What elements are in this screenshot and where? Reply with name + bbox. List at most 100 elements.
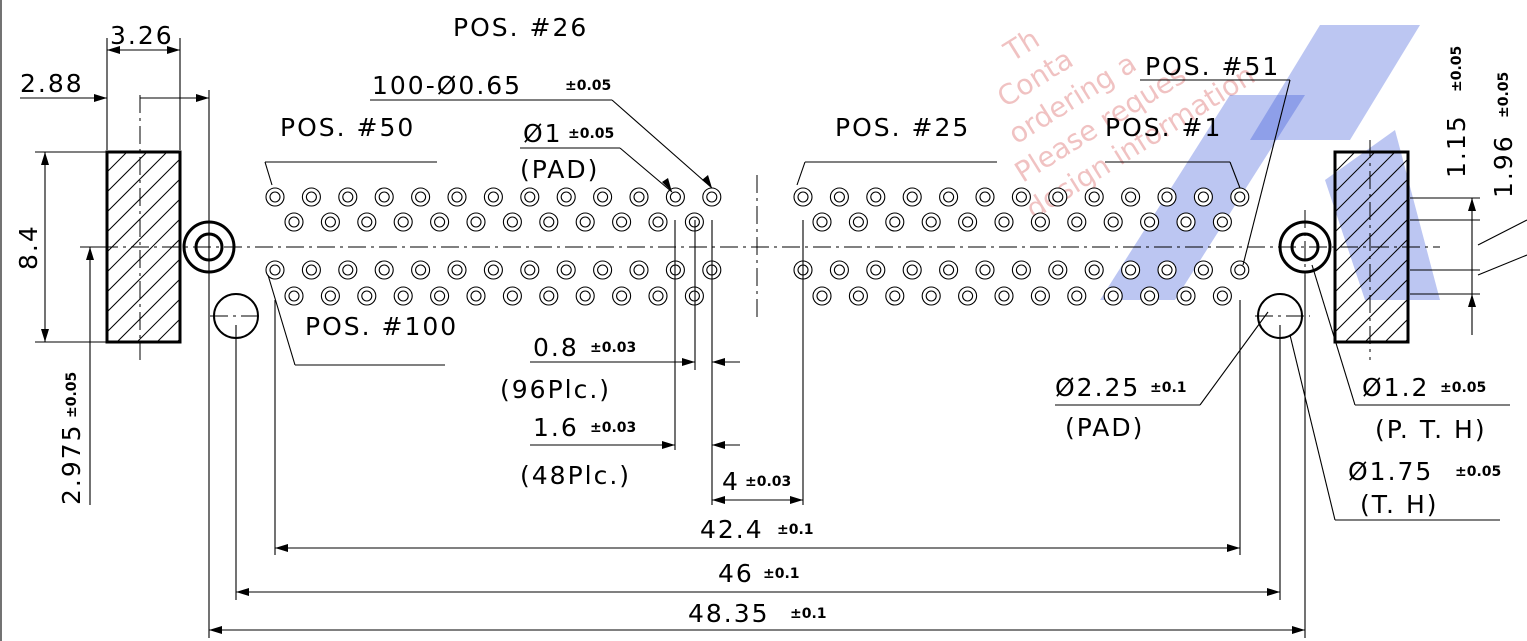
pin-pad bbox=[793, 187, 813, 207]
label-dim-46: 46 bbox=[718, 559, 754, 588]
label-pitch-16-tol: ±0.03 bbox=[590, 420, 636, 436]
pin-pad bbox=[284, 286, 304, 306]
pin-pad bbox=[812, 286, 832, 306]
pin-pad bbox=[1011, 187, 1031, 207]
label-dim-196: 1.96 bbox=[1489, 134, 1518, 198]
pin-pad bbox=[411, 260, 431, 280]
pin-pad bbox=[1048, 260, 1068, 280]
label-dim-84: 8.4 bbox=[14, 224, 43, 270]
pin-pad bbox=[612, 286, 632, 306]
label-th-dia: Ø1.75 bbox=[1348, 457, 1433, 486]
pin-pad bbox=[1030, 212, 1050, 232]
pin-pad bbox=[1230, 260, 1250, 280]
pin-pad bbox=[575, 212, 595, 232]
label-dim-424: 42.4 bbox=[700, 515, 764, 544]
pin-pad bbox=[902, 187, 922, 207]
dimension-lines bbox=[20, 38, 1527, 638]
pin-pad bbox=[520, 260, 540, 280]
pin-pad bbox=[921, 286, 941, 306]
pin-pad bbox=[848, 212, 868, 232]
label-th-tol: ±0.05 bbox=[1455, 464, 1501, 480]
pin-pad bbox=[958, 212, 978, 232]
pin-pad bbox=[885, 286, 905, 306]
pin-pad bbox=[374, 187, 394, 207]
annotations: POS. #26 POS. #50 POS. #25 POS. #51 POS.… bbox=[14, 13, 1518, 628]
pin-pad bbox=[301, 260, 321, 280]
label-gap-4: 4 bbox=[722, 467, 740, 496]
pin-pad bbox=[357, 212, 377, 232]
label-dim-2975: 2.975 bbox=[57, 423, 86, 505]
left-hatched-block bbox=[105, 150, 182, 344]
pin-pad bbox=[994, 212, 1014, 232]
label-pos100: POS. #100 bbox=[305, 312, 458, 341]
pin-pad bbox=[284, 212, 304, 232]
pin-pad bbox=[466, 286, 486, 306]
pin-pad bbox=[593, 260, 613, 280]
pin-pad bbox=[812, 212, 832, 232]
label-pth-tol: ±0.05 bbox=[1440, 380, 1486, 396]
label-dim-4835-tol: ±0.1 bbox=[790, 606, 827, 622]
pin-pad bbox=[829, 260, 849, 280]
pin-pad bbox=[502, 286, 522, 306]
label-dim-196-tol: ±0.05 bbox=[1496, 72, 1512, 118]
label-big-pad-tol: ±0.1 bbox=[1150, 380, 1187, 396]
pin-pad bbox=[629, 260, 649, 280]
pin-pad bbox=[265, 187, 285, 207]
pin-pad bbox=[1084, 260, 1104, 280]
label-holes-count: 100-Ø0.65 bbox=[372, 71, 522, 100]
label-pitch-08: 0.8 bbox=[533, 333, 579, 362]
pin-pad bbox=[320, 286, 340, 306]
pin-pad bbox=[265, 260, 285, 280]
pin-pad bbox=[1067, 212, 1087, 232]
label-pth-note: (P. T. H) bbox=[1375, 415, 1487, 444]
pin-pad bbox=[629, 187, 649, 207]
pin-pad bbox=[1230, 187, 1250, 207]
label-big-pad-note: (PAD) bbox=[1065, 413, 1144, 442]
label-pad-dia-tol: ±0.05 bbox=[568, 126, 614, 142]
label-dim-46-tol: ±0.1 bbox=[763, 566, 800, 582]
label-gap-4-tol: ±0.03 bbox=[745, 474, 791, 490]
pin-pad bbox=[1176, 286, 1196, 306]
pin-pad bbox=[430, 286, 450, 306]
label-th-note: (T. H) bbox=[1360, 490, 1439, 519]
pin-pad bbox=[483, 187, 503, 207]
pin-pads bbox=[265, 187, 1250, 306]
pin-pad bbox=[575, 286, 595, 306]
label-pth-dia: Ø1.2 bbox=[1362, 373, 1429, 402]
pin-pad bbox=[447, 187, 467, 207]
pin-pad bbox=[338, 187, 358, 207]
pin-pad bbox=[520, 187, 540, 207]
label-pos51: POS. #51 bbox=[1145, 52, 1280, 81]
label-holes-tol: ±0.05 bbox=[565, 78, 611, 94]
pin-pad bbox=[357, 286, 377, 306]
pin-pad bbox=[447, 260, 467, 280]
pin-pad bbox=[939, 187, 959, 207]
pin-pad bbox=[1121, 260, 1141, 280]
label-pitch-16: 1.6 bbox=[533, 413, 579, 442]
pin-pad bbox=[648, 286, 668, 306]
pin-pad bbox=[539, 286, 559, 306]
label-pos1: POS. #1 bbox=[1105, 113, 1222, 142]
pin-pad bbox=[885, 212, 905, 232]
label-dim-4835: 48.35 bbox=[688, 599, 770, 628]
pin-pad bbox=[994, 286, 1014, 306]
pin-pad bbox=[829, 187, 849, 207]
pin-pad bbox=[684, 286, 704, 306]
pin-pad bbox=[975, 187, 995, 207]
pin-pad bbox=[502, 212, 522, 232]
pin-pad bbox=[393, 286, 413, 306]
pin-pad bbox=[374, 260, 394, 280]
label-dim-326: 3.26 bbox=[110, 21, 174, 50]
pin-pad bbox=[866, 260, 886, 280]
pin-pad bbox=[338, 260, 358, 280]
pin-pad bbox=[1176, 212, 1196, 232]
pin-pad bbox=[1193, 260, 1213, 280]
label-big-pad-dia: Ø2.25 bbox=[1055, 373, 1140, 402]
label-dim-115: 1.15 bbox=[1442, 114, 1471, 178]
pin-pad bbox=[975, 260, 995, 280]
pin-pad bbox=[921, 212, 941, 232]
label-pitch-08-count: (96Plc.) bbox=[500, 375, 611, 404]
pin-pad bbox=[1157, 187, 1177, 207]
pin-pad bbox=[1212, 286, 1232, 306]
pin-pad bbox=[539, 212, 559, 232]
